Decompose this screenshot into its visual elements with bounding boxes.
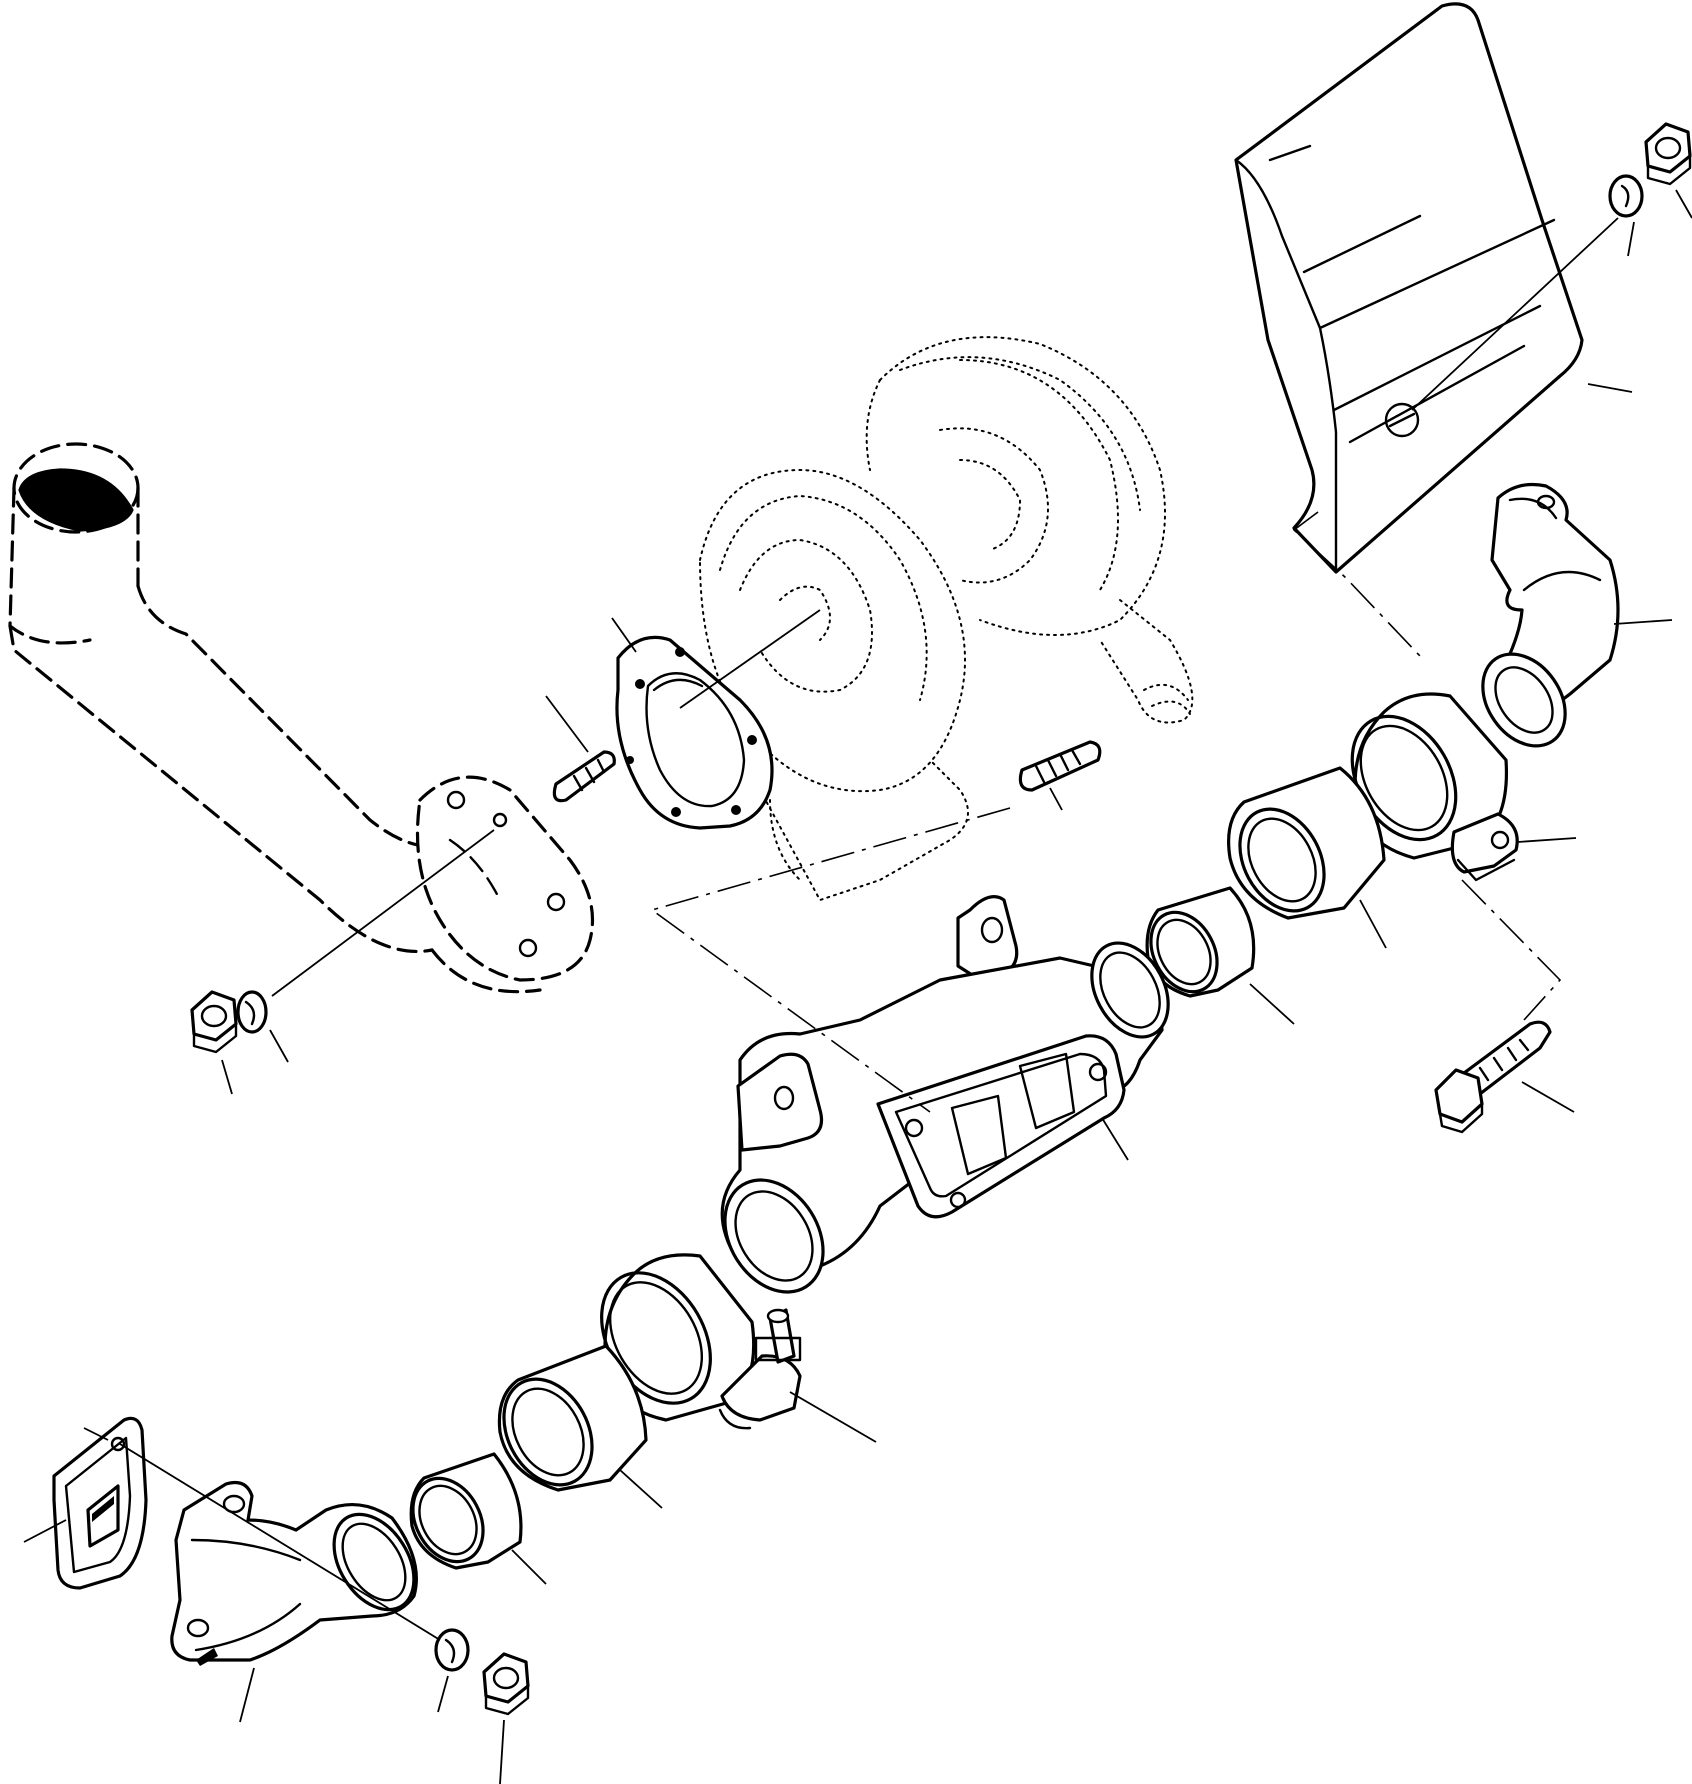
nut-top-right	[1644, 122, 1692, 219]
nut-left	[190, 990, 238, 1095]
sleeve-right-small	[1145, 886, 1295, 1025]
turbo-gasket	[611, 617, 774, 830]
heat-shield	[1234, 2, 1584, 574]
elbow-left	[170, 1480, 418, 1723]
elbow-right	[1481, 482, 1673, 748]
stud-right	[1018, 740, 1102, 811]
exhaust-manifold	[720, 895, 1170, 1294]
sleeve-left-small	[409, 1452, 547, 1585]
washer-bottom	[434, 1628, 470, 1713]
gasket-left	[23, 1416, 148, 1590]
sleeve-right-large	[1227, 766, 1387, 949]
nut-bottom	[482, 1652, 530, 1784]
sleeve-left-large	[497, 1344, 663, 1509]
bolt-right	[1434, 1020, 1575, 1134]
washer-left	[236, 990, 289, 1063]
exhaust-pipe	[8, 442, 595, 994]
stud-left	[545, 695, 616, 803]
washer-top-right	[1608, 174, 1644, 257]
turbocharger	[699, 336, 1194, 901]
